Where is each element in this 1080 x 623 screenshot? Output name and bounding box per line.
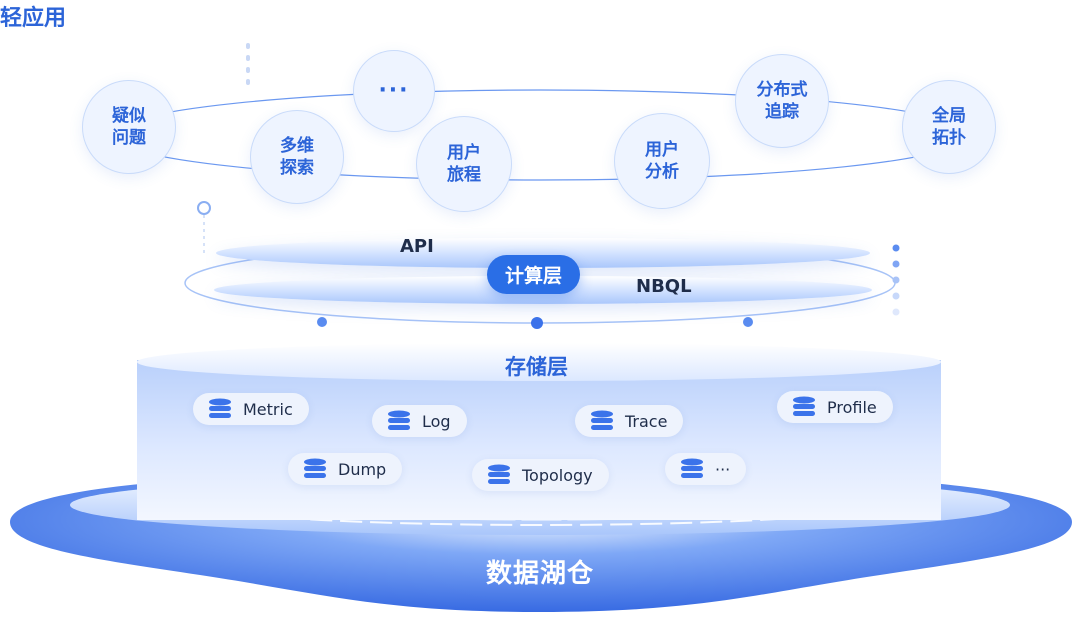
storage-item-label: ··· — [715, 459, 731, 479]
database-icon — [793, 396, 815, 416]
app-user-analysis[interactable]: 用户 分析 — [614, 113, 710, 209]
storage-item-label: Dump — [338, 459, 387, 479]
storage-cylinder-top — [137, 343, 941, 381]
storage-item-label: Topology — [522, 465, 593, 485]
app-distributed-tracing[interactable]: 分布式 追踪 — [735, 54, 829, 148]
storage-item-metric[interactable]: Metric — [193, 393, 309, 425]
apps-title: 轻应用 — [0, 6, 67, 31]
app-multi-dim-explore[interactable]: 多维 探索 — [250, 110, 344, 204]
database-icon — [209, 398, 231, 418]
storage-item-log[interactable]: Log — [372, 405, 467, 437]
storage-cylinder — [137, 360, 941, 520]
app-suspected-issue[interactable]: 疑似 问题 — [82, 80, 176, 174]
storage-item-profile[interactable]: Profile — [777, 391, 893, 423]
storage-item-label: Log — [422, 411, 451, 431]
lake-title: 数据湖仓 — [486, 559, 595, 589]
storage-item-label: Profile — [827, 397, 877, 417]
app-user-journey[interactable]: 用户 旅程 — [416, 116, 512, 212]
database-icon — [388, 410, 410, 430]
compute-layer-badge[interactable]: 计算层 — [487, 255, 581, 294]
storage-item-more[interactable]: ··· — [665, 453, 747, 485]
apps-orbit — [109, 89, 971, 181]
storage-item-dump[interactable]: Dump — [288, 453, 403, 485]
database-icon — [681, 458, 703, 478]
api-label: API — [400, 236, 434, 257]
database-icon — [488, 464, 510, 484]
storage-item-label: Trace — [625, 411, 668, 431]
database-icon — [304, 458, 326, 478]
database-icon — [591, 410, 613, 430]
storage-title: 存储层 — [505, 355, 568, 379]
app-global-topology[interactable]: 全局 拓扑 — [902, 80, 996, 174]
storage-item-label: Metric — [243, 399, 293, 419]
app-more[interactable]: ··· — [353, 50, 435, 132]
nbql-label: NBQL — [636, 276, 692, 297]
storage-item-topology[interactable]: Topology — [472, 459, 609, 491]
storage-item-trace[interactable]: Trace — [575, 405, 684, 437]
